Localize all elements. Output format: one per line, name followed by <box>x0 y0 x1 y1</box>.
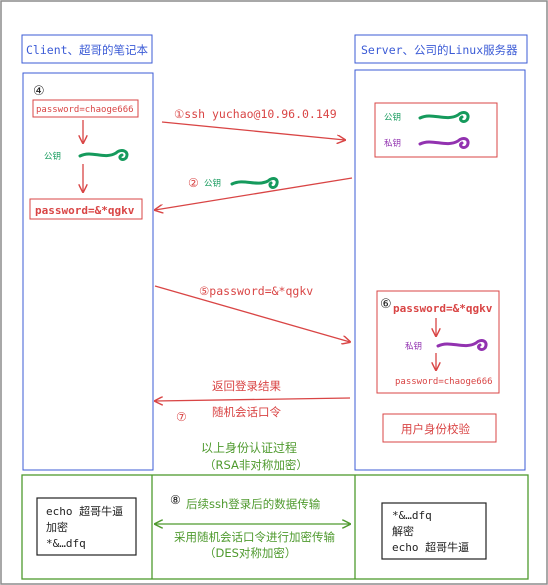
server-pubkey-label: 公钥 <box>384 112 401 123</box>
return-result-label: 返回登录结果 <box>212 379 281 393</box>
transfer-region <box>21 474 529 580</box>
client-encrypted-password: password=&*qgkv <box>35 204 135 217</box>
step8-number: ⑧ <box>170 493 181 507</box>
server-privkey-icon-2 <box>436 339 488 351</box>
step2-pubkey-icon <box>230 177 279 189</box>
server-encrypted-password: password=&*qgkv <box>393 302 493 315</box>
client-title: Client、超哥的笔记本 <box>26 43 149 57</box>
step1-label: ①ssh yuchao@10.96.0.149 <box>174 107 337 121</box>
server-data-box <box>381 502 487 560</box>
step4-marker: ④ <box>33 84 45 99</box>
client-plain-password-box <box>32 99 139 118</box>
auth-summary-line2: （RSA非对称加密） <box>204 458 308 472</box>
client-pubkey-label: 公钥 <box>44 151 61 162</box>
step6-marker: ⑥ <box>380 297 392 312</box>
server-data-line2: 解密 <box>392 524 414 538</box>
step5-arrow <box>154 285 350 342</box>
step5-label: ⑤password=&*qgkv <box>199 284 313 298</box>
user-verify-label: 用户身份校验 <box>401 422 470 436</box>
return-result-arrow <box>155 398 351 401</box>
user-verify-box <box>382 413 497 443</box>
client-title-box <box>21 34 153 64</box>
step7-number: ⑦ <box>176 410 187 424</box>
server-keys-box <box>374 102 498 158</box>
client-data-line2: 加密 <box>46 520 68 534</box>
server-title: Server、公司的Linux服务器 <box>361 43 518 57</box>
step8-label: 后续ssh登录后的数据传输 <box>186 497 321 511</box>
server-data-line1: *&…dfq <box>392 509 432 522</box>
client-data-box <box>36 497 137 556</box>
server-verify-box <box>376 290 500 394</box>
client-plain-password: password=chaoge666 <box>36 105 134 115</box>
client-pubkey-icon <box>78 149 129 161</box>
client-lifeline <box>22 72 154 471</box>
transfer-line3: （DES对称加密） <box>204 546 296 560</box>
client-data-line3: *&…dfq <box>46 537 86 550</box>
server-pubkey-icon <box>418 111 470 123</box>
server-data-line3: echo 超哥牛逼 <box>392 540 469 554</box>
client-encrypted-password-box <box>29 198 143 220</box>
server-title-box <box>354 34 528 64</box>
server-privkey-label: 私钥 <box>384 138 401 149</box>
server-privkey-icon <box>418 137 470 149</box>
step2-number: ② <box>188 176 199 190</box>
step1-arrow <box>161 121 345 140</box>
client-data-line1: echo 超哥牛逼 <box>46 504 123 518</box>
server-lifeline <box>354 69 526 471</box>
step2-label: 公钥 <box>204 178 221 189</box>
auth-summary-line1: 以上身份认证过程 <box>201 440 297 455</box>
server-plain-password: password=chaoge666 <box>395 377 493 387</box>
step7-label: 随机会话口令 <box>212 405 281 419</box>
server-privkey-label-2: 私钥 <box>405 341 422 352</box>
step2-arrow <box>155 177 353 210</box>
transfer-line2: 采用随机会话口令进行加密传输 <box>174 530 335 544</box>
